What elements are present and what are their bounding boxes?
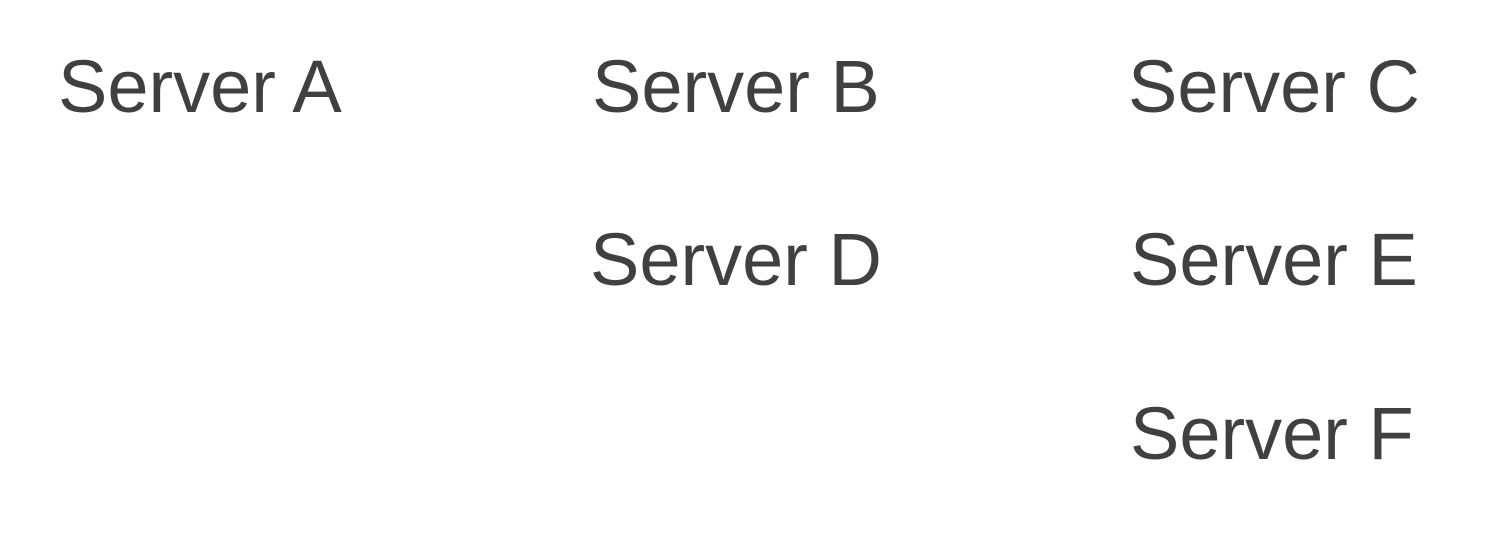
server-f-label: Server F: [1130, 392, 1414, 475]
server-a-label: Server A: [58, 45, 342, 128]
server-d-label: Server D: [590, 218, 882, 301]
server-c-label: Server C: [1128, 45, 1420, 128]
server-e-label: Server E: [1130, 218, 1418, 301]
server-b-label: Server B: [592, 45, 880, 128]
